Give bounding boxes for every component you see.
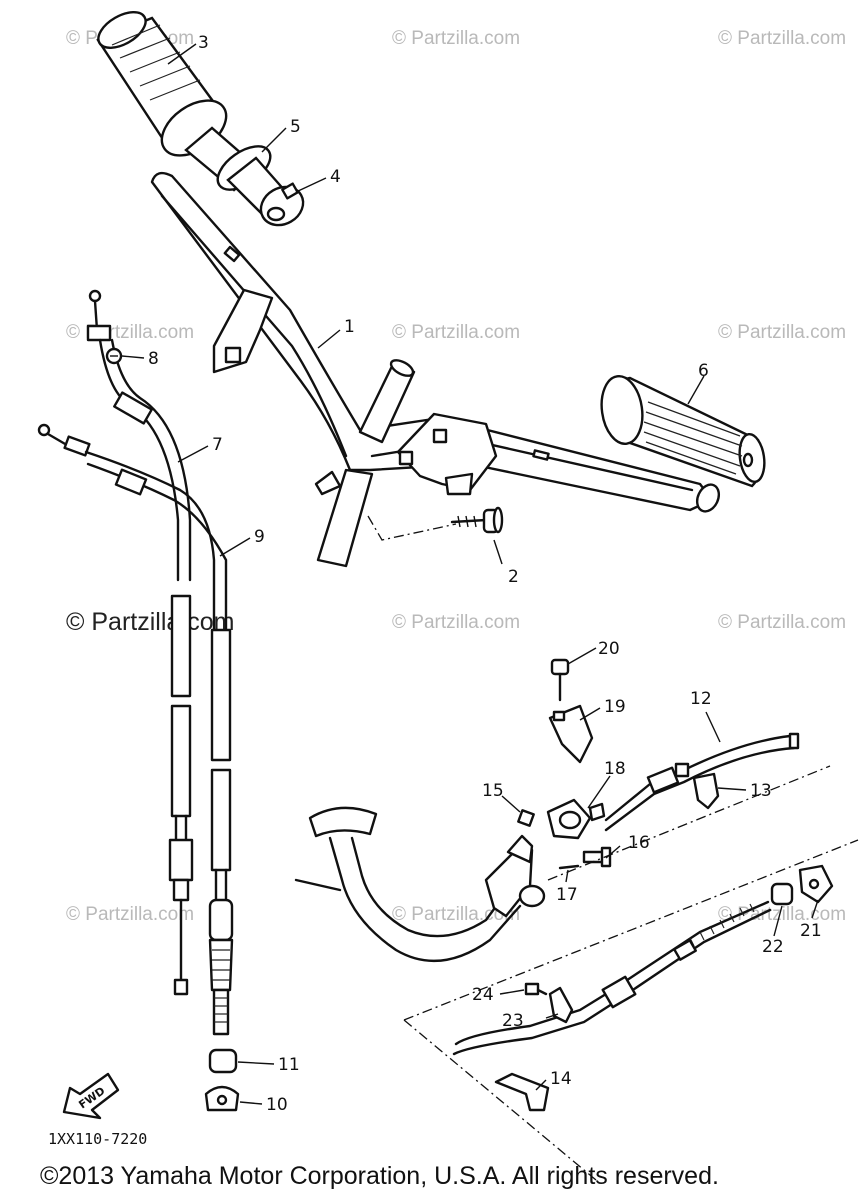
cable-clamp[interactable] bbox=[546, 798, 606, 840]
watermark-main: © Partzilla.com bbox=[66, 608, 235, 636]
throttle-cable[interactable] bbox=[86, 289, 194, 996]
callout-2: 2 bbox=[508, 567, 519, 587]
rear-adjuster[interactable] bbox=[770, 882, 794, 906]
callout-23: 23 bbox=[502, 1011, 524, 1031]
watermark: © Partzilla.com bbox=[66, 904, 195, 925]
diagram-code: 1XX110-7220 bbox=[48, 1130, 148, 1148]
rear-brake-cable-upper[interactable] bbox=[547, 732, 831, 881]
copyright-notice: ©2013 Yamaha Motor Corporation, U.S.A. A… bbox=[40, 1162, 719, 1190]
callout-13: 13 bbox=[750, 781, 772, 801]
guide-bolt[interactable] bbox=[524, 982, 548, 996]
cotter-pin[interactable] bbox=[558, 864, 580, 870]
callout-12: 12 bbox=[690, 689, 712, 709]
cable-holder[interactable] bbox=[692, 772, 720, 810]
callout-21: 21 bbox=[800, 921, 822, 941]
callout-14: 14 bbox=[550, 1069, 572, 1089]
cable-screw[interactable] bbox=[105, 347, 123, 365]
watermark: © Partzilla.com bbox=[392, 904, 521, 925]
callout-3: 3 bbox=[198, 33, 209, 53]
callout-8: 8 bbox=[148, 349, 159, 369]
callout-10: 10 bbox=[266, 1095, 288, 1115]
throttle-grip[interactable] bbox=[92, 5, 260, 192]
watermark: © Partzilla.com bbox=[718, 322, 847, 343]
callout-9: 9 bbox=[254, 527, 265, 547]
callout-16: 16 bbox=[628, 833, 650, 853]
callout-24: 24 bbox=[472, 985, 494, 1005]
cable-stay[interactable] bbox=[494, 1072, 550, 1112]
front-brake-cable[interactable] bbox=[37, 423, 234, 1036]
callout-7: 7 bbox=[212, 435, 223, 455]
callout-22: 22 bbox=[762, 937, 784, 957]
callout-19: 19 bbox=[604, 697, 626, 717]
callout-6: 6 bbox=[698, 361, 709, 381]
throttle-housing[interactable] bbox=[254, 179, 310, 232]
handlebar[interactable] bbox=[150, 171, 723, 568]
callout-20: 20 bbox=[598, 639, 620, 659]
callout-leaders bbox=[121, 43, 819, 1105]
bracket-bolt[interactable] bbox=[550, 658, 570, 702]
callout-5: 5 bbox=[290, 117, 301, 137]
watermark: © Partzilla.com bbox=[718, 612, 847, 633]
adjuster-nut[interactable] bbox=[208, 1048, 238, 1074]
wing-nut[interactable] bbox=[204, 1085, 240, 1112]
handlebar-bolt[interactable] bbox=[367, 506, 504, 541]
left-grip[interactable] bbox=[597, 374, 767, 488]
brake-pedal[interactable] bbox=[294, 806, 546, 963]
nut-15[interactable] bbox=[517, 809, 535, 827]
cable-bracket[interactable] bbox=[548, 704, 594, 764]
rear-wing-nut[interactable] bbox=[798, 864, 834, 904]
rear-brake-cable-lower[interactable] bbox=[403, 839, 859, 1181]
callout-1: 1 bbox=[344, 317, 355, 337]
callout-4: 4 bbox=[330, 167, 341, 187]
watermark: © Partzilla.com bbox=[392, 28, 521, 49]
callout-18: 18 bbox=[604, 759, 626, 779]
watermark: © Partzilla.com bbox=[392, 322, 521, 343]
callout-15: 15 bbox=[482, 781, 504, 801]
cable-guide[interactable] bbox=[548, 986, 574, 1024]
callout-11: 11 bbox=[278, 1055, 300, 1075]
callout-17: 17 bbox=[556, 885, 578, 905]
front-direction-arrow: FWD bbox=[62, 1072, 120, 1120]
watermark: © Partzilla.com bbox=[718, 28, 847, 49]
watermark: © Partzilla.com bbox=[392, 612, 521, 633]
